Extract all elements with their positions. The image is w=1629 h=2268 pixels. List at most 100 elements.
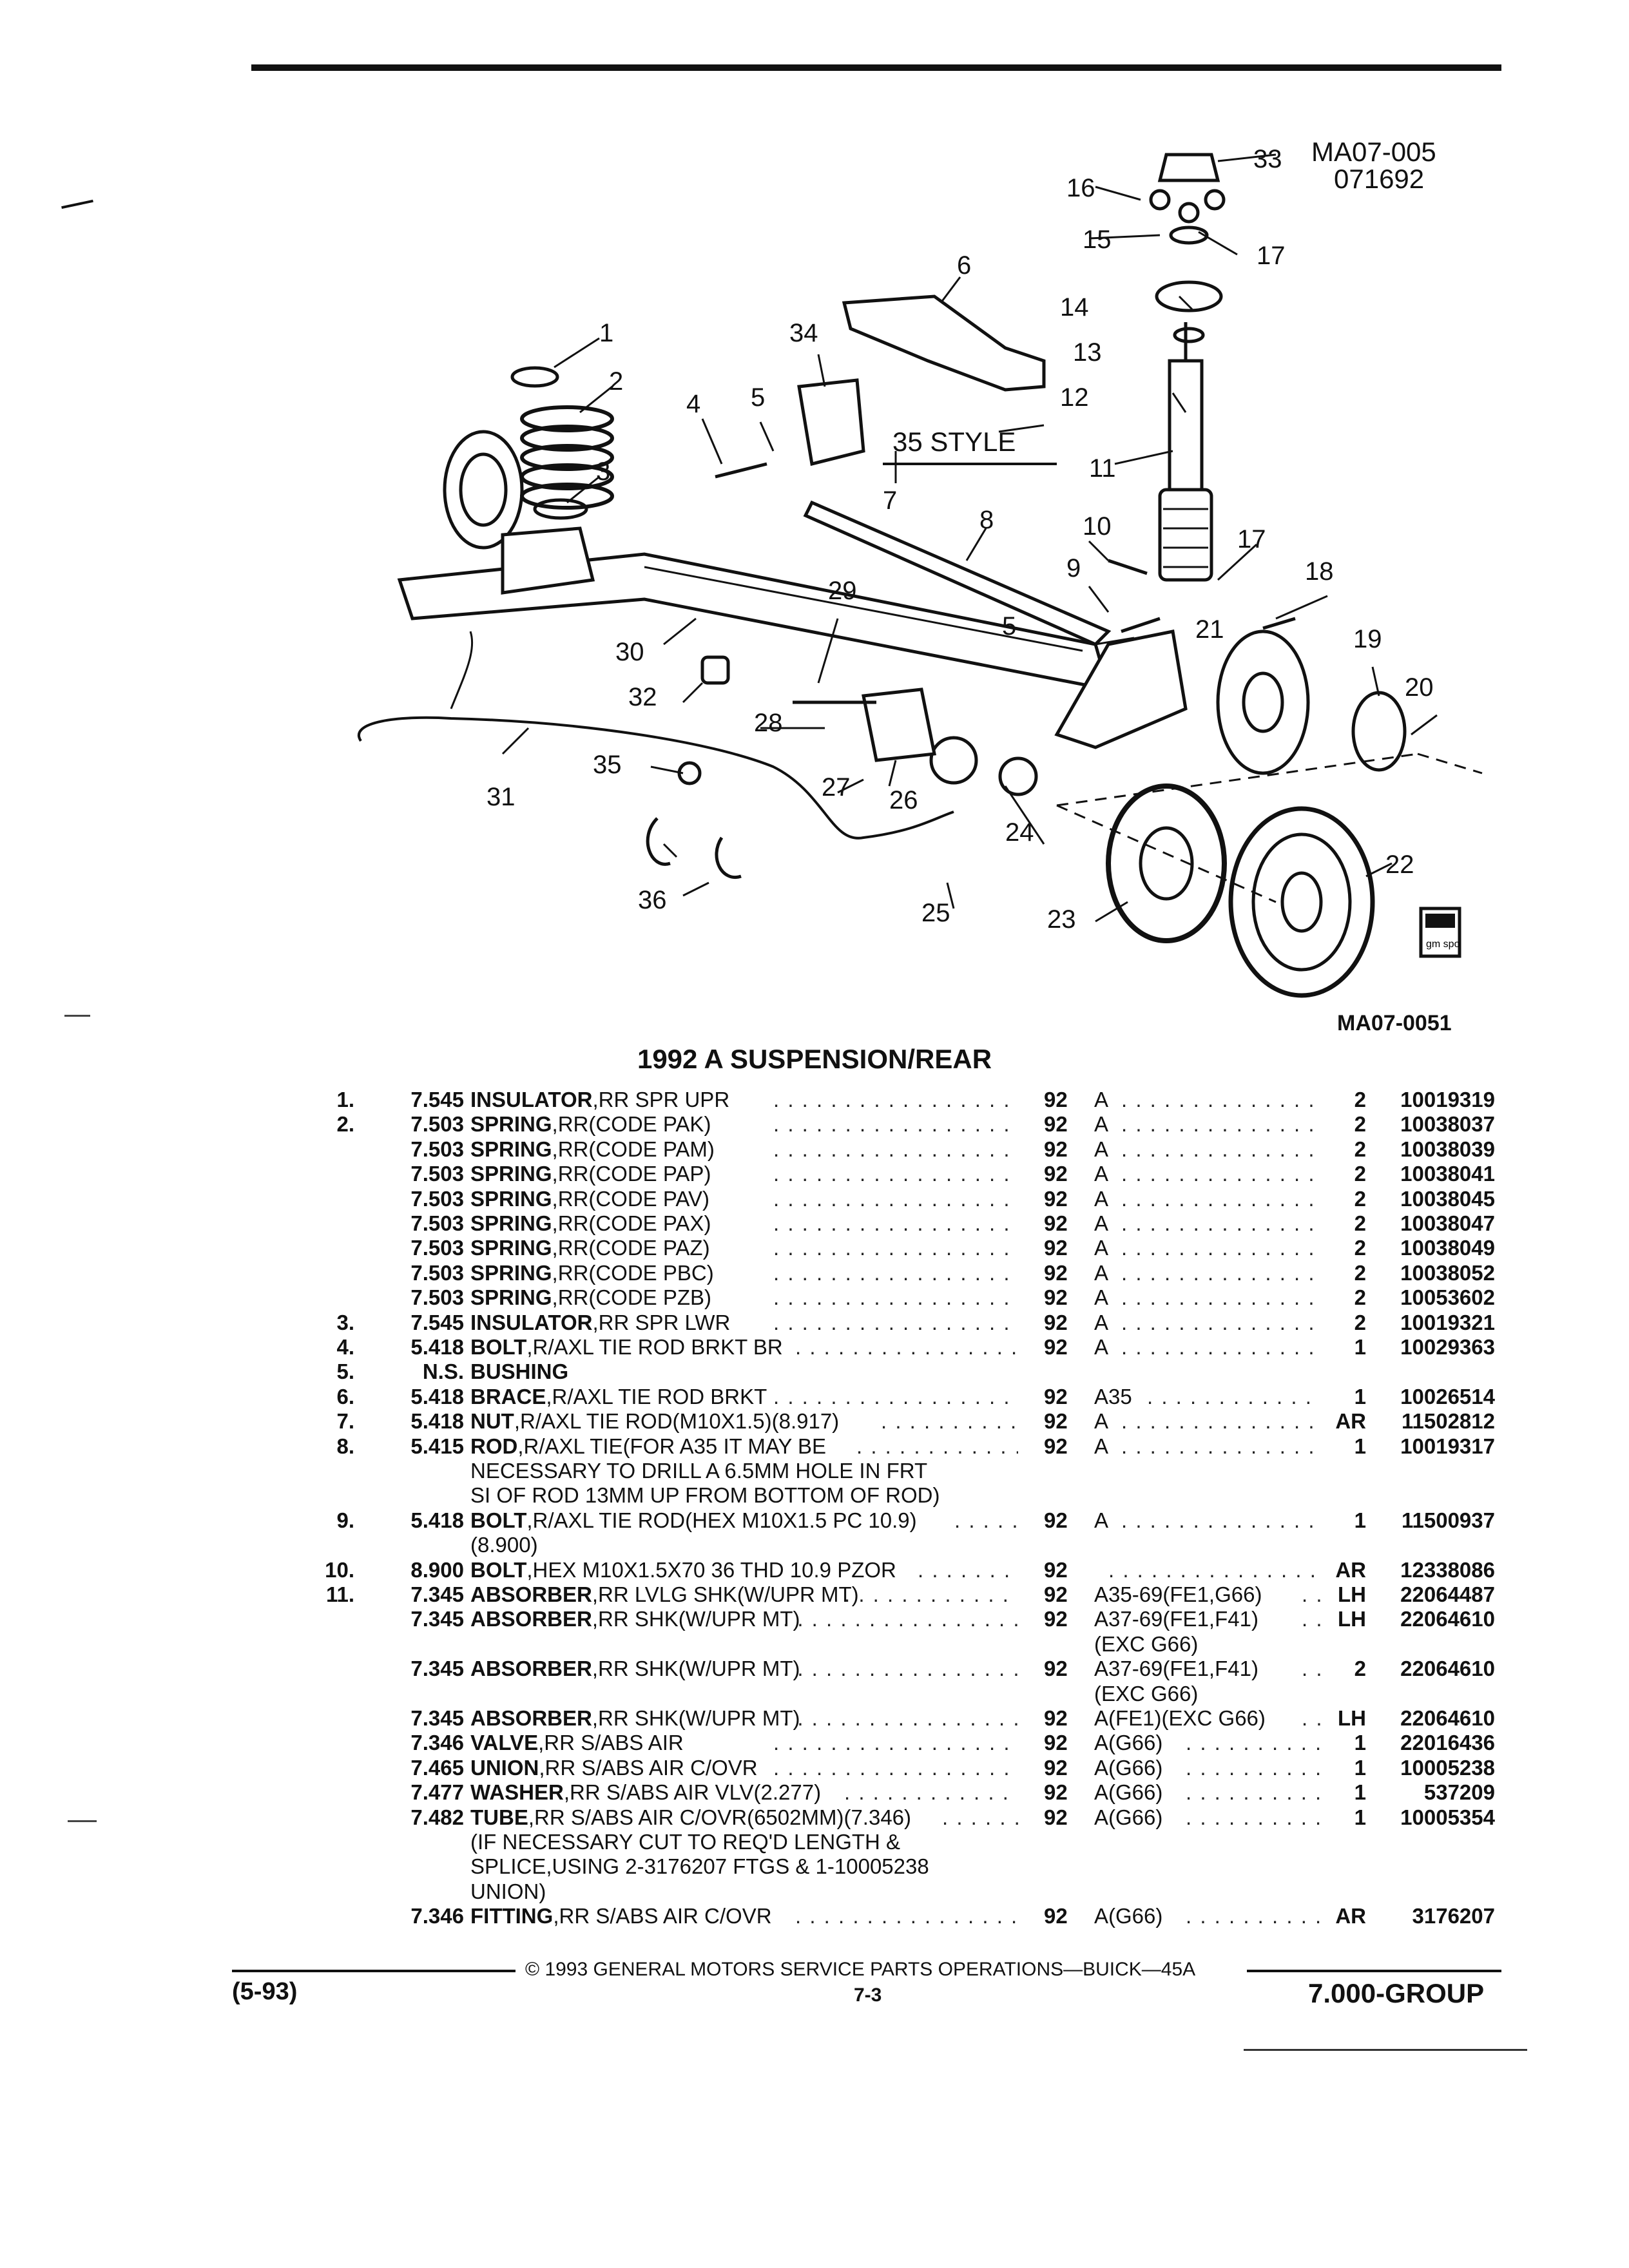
model-year: 92 (1044, 1557, 1068, 1582)
callout-36: 36 (638, 886, 667, 914)
leader-dots: . . . . . . . . . . . . . . . . . . . . … (773, 1162, 1018, 1186)
model-year: 92 (1044, 1236, 1068, 1260)
ref-number: 2. (336, 1112, 354, 1137)
series-code: A (1094, 1236, 1109, 1260)
part-description: ABSORBER,RR SHK(W/UPR MT) (470, 1706, 800, 1731)
series-code: A(G66) (1094, 1805, 1163, 1829)
leader-dots: . . . . . . . . . . . . . . . (1302, 1582, 1321, 1606)
leader-dots: . . . . . . . . . . . . . . . (1121, 1236, 1321, 1260)
part-description: SPRING,RR(CODE PAM) (470, 1137, 715, 1162)
quantity: 2 (1354, 1657, 1366, 1681)
part-number: 22064487 (1400, 1582, 1495, 1606)
model-year: 92 (1044, 1706, 1068, 1730)
part-description: NECESSARY TO DRILL A 6.5MM HOLE IN FRT (470, 1459, 927, 1483)
part-description: ABSORBER,RR SHK(W/UPR MT) (470, 1657, 800, 1681)
series-code: A(G66) (1094, 1904, 1163, 1928)
part-description: UNION) (470, 1879, 546, 1904)
ref-number: 11. (325, 1582, 354, 1606)
edge-mark (64, 1015, 90, 1017)
part-description: INSULATOR,RR SPR UPR (470, 1088, 729, 1112)
callout-5b: 5 (1002, 612, 1016, 640)
quantity: 2 (1354, 1310, 1366, 1334)
part-number: 22016436 (1400, 1731, 1495, 1755)
part-detail: (IF NECESSARY CUT TO REQ'D LENGTH & (470, 1830, 901, 1854)
part-number: 22064610 (1400, 1657, 1495, 1681)
part-detail: ,RR SHK(W/UPR MT) (592, 1706, 800, 1730)
leader-dots: . . . . . . . . . . . . . . . . . . . . … (773, 1112, 1018, 1137)
part-number: 10038049 (1400, 1236, 1495, 1260)
callout-35: 35 (593, 751, 622, 779)
leader-dots: . . . . . . . . . . . . . . . . . . . . … (795, 1335, 1018, 1359)
part-name: INSULATOR (470, 1310, 593, 1334)
quantity: 1 (1354, 1731, 1366, 1755)
part-name: VALVE (470, 1731, 539, 1755)
quantity: AR (1335, 1904, 1366, 1928)
leader-dots: . . . . . . . . . . . . . . . (1121, 1088, 1321, 1111)
series-code: A (1094, 1260, 1109, 1285)
part-detail: UNION) (470, 1879, 546, 1903)
callout-23: 23 (1047, 905, 1076, 934)
callout-11: 11 (1089, 454, 1116, 483)
quantity: LH (1338, 1607, 1366, 1631)
part-number: 11500937 (1401, 1508, 1495, 1532)
quantity: AR (1335, 1557, 1366, 1582)
group-number: 5.418 (410, 1409, 464, 1434)
group-number: 7.503 (410, 1236, 464, 1260)
leader-dots: . . . . . . . . . . . . . . . . . . . . … (844, 1780, 1018, 1805)
leader-dots: . . . . . . . . . . . . . . . (1302, 1706, 1321, 1730)
group-number: 5.418 (410, 1508, 464, 1532)
logo-text: gm spo (1426, 939, 1460, 950)
callout-16: 16 (1066, 174, 1095, 202)
callout-31: 31 (487, 783, 516, 811)
model-year: 92 (1044, 1211, 1068, 1235)
leader-dots: . . . . . . . . . . . . . . . . . . . . … (773, 1310, 1018, 1334)
part-number: 10029363 (1400, 1335, 1495, 1359)
leader-dots: . . . . . . . . . . . . . . . . . . . . … (918, 1557, 1018, 1582)
quantity: 2 (1354, 1186, 1366, 1211)
part-name: NUT (470, 1409, 514, 1434)
part-name: ABSORBER (470, 1706, 592, 1730)
series-code: A (1094, 1434, 1109, 1458)
series-code: A (1094, 1186, 1109, 1211)
page-title: 1992 A SUSPENSION/REAR (637, 1044, 992, 1074)
part-detail: ,RR(CODE PAK) (552, 1112, 711, 1137)
callout-3: 3 (596, 457, 610, 486)
leader-dots: . . . . . . . . . . . . . . . . . . . . … (773, 1260, 1018, 1285)
leader-dots: . . . . . . . . . . . . . . . . . . . . … (795, 1904, 1018, 1928)
part-number: 10019317 (1400, 1434, 1495, 1458)
series-code: A(G66) (1094, 1731, 1163, 1755)
leader-dots: . . . . . . . . . . . . . . . (1302, 1657, 1321, 1681)
callout-2: 2 (609, 367, 623, 396)
part-name: ROD (470, 1434, 518, 1458)
part-description: SPRING,RR(CODE PAP) (470, 1162, 711, 1186)
quantity: 2 (1354, 1088, 1366, 1111)
part-detail: ,RR S/ABS AIR C/OVR (539, 1755, 758, 1780)
ref-number: 1. (336, 1088, 354, 1111)
group-number: 7.503 (410, 1112, 464, 1137)
part-name: SPRING (470, 1162, 552, 1186)
leader-dots: . . . . . . . . . . . . . . . (1121, 1112, 1321, 1137)
group-number: 7.545 (410, 1310, 464, 1334)
leader-dots: . . . . . . . . . . . . . . . (1121, 1162, 1321, 1186)
model-year: 92 (1044, 1731, 1068, 1755)
model-year: 92 (1044, 1384, 1068, 1408)
leader-dots: . . . . . . . . . . . . . . . (1121, 1434, 1321, 1458)
callout-26: 26 (889, 786, 918, 814)
callout-15: 15 (1083, 226, 1112, 254)
quantity: 2 (1354, 1285, 1366, 1310)
part-name: SPRING (470, 1137, 552, 1161)
leader-dots: . . . . . . . . . . . . . . . (1186, 1780, 1321, 1805)
callout-4: 4 (686, 390, 700, 418)
diagram-date-code: 071692 (1334, 164, 1425, 194)
series-code: (EXC G66) (1094, 1631, 1199, 1656)
callout-6: 6 (957, 251, 971, 280)
ref-number: 5. (336, 1360, 354, 1384)
group-number: N.S. (422, 1360, 464, 1384)
